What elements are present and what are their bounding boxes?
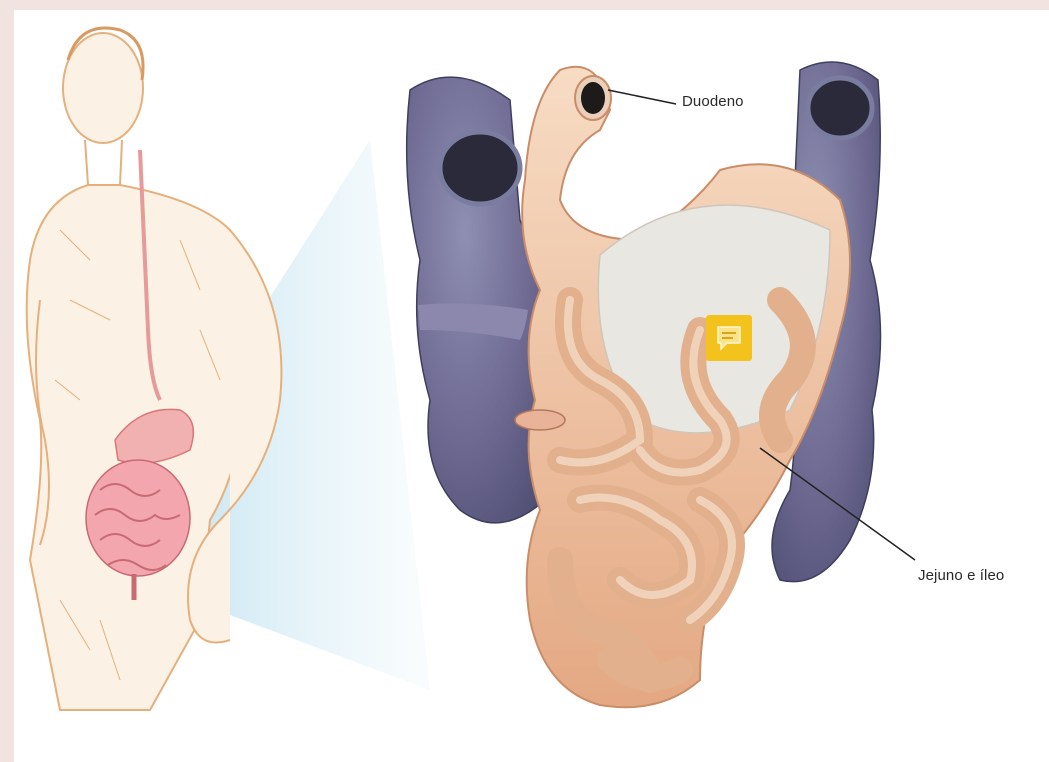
leader-line-duodeno (608, 90, 676, 104)
label-jejuno-ileo: Jejuno e íleo (918, 567, 1004, 584)
speech-bubble-icon (715, 324, 743, 352)
comment-note-icon[interactable] (706, 315, 752, 361)
label-duodeno: Duodeno (682, 93, 744, 110)
